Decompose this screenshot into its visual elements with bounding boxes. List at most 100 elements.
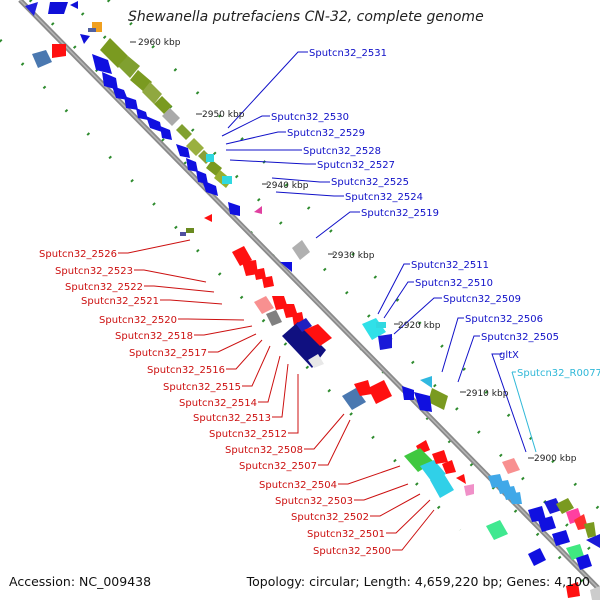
gene-arrow xyxy=(196,170,208,184)
gene-arrow xyxy=(186,158,198,172)
gene-arrow xyxy=(102,72,118,90)
gene-arrow xyxy=(456,474,466,484)
gene-box xyxy=(566,544,584,560)
gene-box xyxy=(292,240,310,260)
bottom-label-leaders xyxy=(118,239,435,551)
gene-label: Sputcn32_2526 xyxy=(39,249,117,260)
gene-arrow xyxy=(228,202,240,216)
gene-label: Sputcn32_2512 xyxy=(209,429,287,440)
gene-arrow xyxy=(528,548,546,566)
gene-box xyxy=(186,228,194,233)
gene-box xyxy=(206,154,214,162)
gene-box xyxy=(100,38,128,68)
kbp-label: 2910 kbp xyxy=(466,389,509,399)
gene-label: Sputcn32_2509 xyxy=(443,294,521,305)
gene-arrow xyxy=(70,1,78,9)
gene-box xyxy=(232,246,252,266)
gene-arrow xyxy=(52,44,66,58)
gene-arrow xyxy=(464,484,474,496)
gene-box xyxy=(420,376,432,388)
gene-label: Sputcn32_2519 xyxy=(361,208,439,219)
gene-arrow-group xyxy=(488,474,522,504)
gene-label: Sputcn32_2525 xyxy=(331,177,409,188)
gene-label: Sputcn32_2510 xyxy=(415,278,493,289)
gene-label: gltX xyxy=(499,350,519,361)
gene-label: Sputcn32_2501 xyxy=(307,529,385,540)
gene-box xyxy=(180,232,186,236)
gene-arrow xyxy=(586,534,600,548)
gene-arrow xyxy=(354,380,372,396)
gene-box xyxy=(266,310,282,326)
gene-arrow xyxy=(176,144,190,158)
kbp-label: 2930 kbp xyxy=(332,251,375,261)
gene-box xyxy=(142,82,162,104)
gene-label: Sputcn32_2513 xyxy=(193,413,271,424)
gene-box xyxy=(584,522,596,538)
gene-arrow xyxy=(414,392,432,412)
gene-box xyxy=(544,498,562,514)
gene-box xyxy=(430,474,454,498)
gene-box xyxy=(486,520,508,540)
gene-box xyxy=(296,318,312,332)
gene-arrow xyxy=(368,380,392,404)
gene-arrow xyxy=(242,260,258,276)
gene-arrow xyxy=(80,34,90,44)
gene-arrow xyxy=(304,324,332,346)
gene-label: Sputcn32_2528 xyxy=(303,146,381,157)
forward-strand-genes xyxy=(25,1,600,560)
gene-arrow xyxy=(528,506,546,522)
gene-arrow xyxy=(378,334,392,350)
leader-r0077-diag xyxy=(511,371,537,453)
gene-box xyxy=(502,458,520,474)
kbp-label: 2950 kbp xyxy=(202,110,245,120)
top-label-leaders xyxy=(221,51,527,453)
gene-box xyxy=(254,296,274,314)
gene-arrow xyxy=(442,460,456,474)
gene-box xyxy=(222,176,232,184)
kbp-tick-labels: 2960 kbp 2950 kbp 2940 kbp 2930 kbp 2920… xyxy=(138,38,577,464)
gene-arrow xyxy=(92,54,112,74)
gene-arrow xyxy=(254,206,262,214)
gene-arrow xyxy=(576,554,592,570)
gene-label: Sputcn32_2506 xyxy=(465,314,543,325)
reverse-strand-genes xyxy=(32,44,600,600)
gene-box xyxy=(342,388,366,410)
gene-arrow xyxy=(124,96,138,110)
gene-label: Sputcn32_2505 xyxy=(481,332,559,343)
gene-arrow xyxy=(112,86,128,100)
gene-label: Sputcn32_2516 xyxy=(147,365,225,376)
gene-label: Sputcn32_2517 xyxy=(129,348,207,359)
gene-box xyxy=(556,498,574,514)
gene-arrow xyxy=(552,530,570,546)
gene-box xyxy=(376,322,386,328)
gene-label: Sputcn32_2522 xyxy=(65,282,143,293)
gene-label: Sputcn32_2530 xyxy=(271,112,349,123)
genome-title: Shewanella putrefaciens CN-32, complete … xyxy=(128,9,484,25)
gene-arrow xyxy=(262,276,274,288)
accession-text: Accession: NC_009438 xyxy=(9,574,152,589)
gene-label: Sputcn32_2502 xyxy=(291,512,369,523)
gene-box xyxy=(32,50,52,68)
bottom-gene-labels: Sputcn32_2526 Sputcn32_2523 Sputcn32_252… xyxy=(39,249,391,557)
gene-label: Sputcn32_2508 xyxy=(225,445,303,456)
gene-box xyxy=(186,138,204,156)
gene-box xyxy=(92,22,102,32)
kbp-tick-marks xyxy=(130,41,534,459)
gene-arrow xyxy=(432,450,448,464)
gene-arrow xyxy=(204,214,212,222)
gene-box xyxy=(590,586,600,600)
gene-label: Sputcn32_2507 xyxy=(239,461,317,472)
kbp-label: 2920 kbp xyxy=(398,321,441,331)
gene-arrow xyxy=(136,108,148,120)
gene-label: Sputcn32_2500 xyxy=(313,546,391,557)
gene-arrow xyxy=(146,116,162,132)
gene-box xyxy=(154,96,172,114)
gene-box xyxy=(308,354,324,368)
gene-label: Sputcn32_2531 xyxy=(309,48,387,59)
gene-label: Sputcn32_2527 xyxy=(317,160,395,171)
kbp-label: 2900 kbp xyxy=(534,454,577,464)
kbp-label: 2940 kbp xyxy=(266,181,309,191)
gene-box xyxy=(362,318,386,340)
